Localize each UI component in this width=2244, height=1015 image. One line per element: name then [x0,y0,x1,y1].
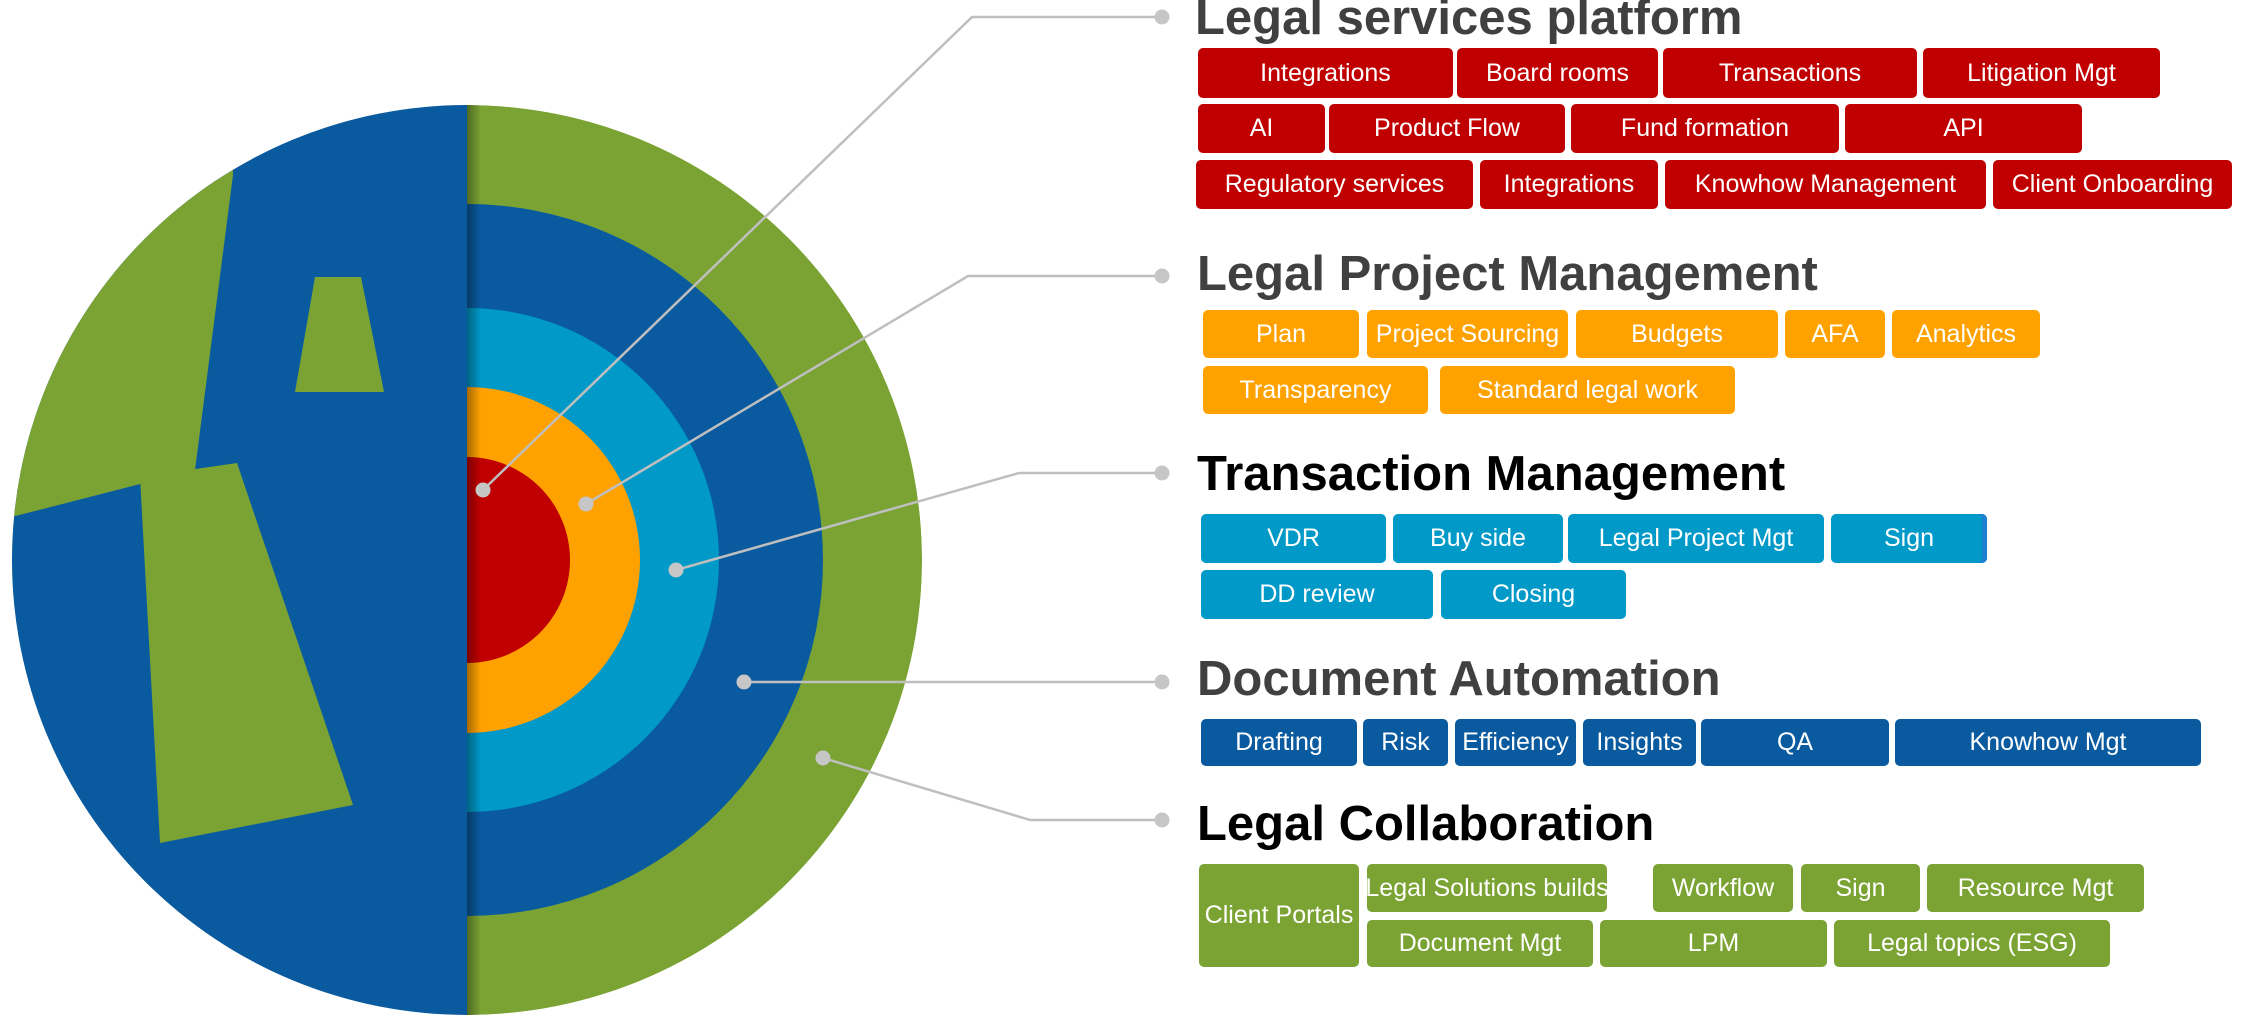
tag-document-mgt: Document Mgt [1367,920,1593,967]
tag-board-rooms: Board rooms [1457,48,1658,98]
connector-line-2 [585,274,1162,506]
tag-sign-2: Sign [1801,864,1920,912]
tag-knowhow-management: Knowhow Management [1665,160,1986,209]
tag-vdr: VDR [1201,514,1386,563]
connector-dot [475,482,491,498]
tag-workflow: Workflow [1653,864,1793,912]
connector-dot [1154,674,1170,690]
tag-integrations: Integrations [1198,48,1453,98]
tag-insights: Insights [1583,719,1696,766]
heading-legal-services-platform: Legal services platform [1195,0,1743,45]
tag-dd-review: DD review [1201,570,1433,619]
tag-risk: Risk [1363,719,1448,766]
tag-closing: Closing [1441,570,1626,619]
tag-resource-mgt: Resource Mgt [1927,864,2144,912]
target-rings [467,105,922,1015]
connector-dot [736,674,752,690]
heading-legal-collaboration: Legal Collaboration [1197,797,1655,851]
tag-analytics: Analytics [1892,310,2040,358]
globe [12,105,922,1015]
ring-legal-project-management [467,387,640,733]
ring-legal-services-platform [467,457,570,663]
tag-regulatory-services: Regulatory services [1196,160,1473,209]
tag-standard-legal-work: Standard legal work [1440,366,1735,414]
tag-fund-formation: Fund formation [1571,104,1839,153]
heading-document-automation: Document Automation [1197,652,1721,706]
tag-afa: AFA [1785,310,1885,358]
connector-dot [1154,465,1170,481]
connector-line-3 [675,471,1162,572]
seam-shadow [467,105,481,1015]
tag-client-onboarding: Client Onboarding [1993,160,2232,209]
landmass-island [295,277,384,392]
heading-legal-project-management: Legal Project Management [1197,247,1818,301]
tag-legal-solutions-builds: Legal Solutions builds [1367,864,1607,912]
connector-dot [578,496,594,512]
tag-qa: QA [1701,719,1889,766]
connector-line-5 [822,756,1162,822]
landmass-south [140,463,353,843]
heading-transaction-management: Transaction Management [1197,447,1786,501]
tag-transparency: Transparency [1203,366,1428,414]
tag-plan: Plan [1203,310,1359,358]
tag-product-flow: Product Flow [1329,104,1565,153]
connector-line-1 [482,15,1162,491]
tag-litigation-mgt: Litigation Mgt [1923,48,2160,98]
connector-dot [668,562,684,578]
tag-api: API [1845,104,2082,153]
tag-project-sourcing: Project Sourcing [1367,310,1568,358]
tag-legal-topics-esg: Legal topics (ESG) [1834,920,2110,967]
connector-lines [482,15,1162,822]
tag-legal-project-mgt: Legal Project Mgt [1568,514,1824,563]
tag-budgets: Budgets [1576,310,1778,358]
tag-ai: AI [1198,104,1325,153]
tag-integrations-2: Integrations [1480,160,1658,209]
tag-efficiency: Efficiency [1455,719,1576,766]
connector-dot [1154,268,1170,284]
tag-drafting: Drafting [1201,719,1357,766]
ring-transaction-management [467,308,719,812]
connector-dot [815,750,831,766]
tag-lpm: LPM [1600,920,1827,967]
tag-knowhow-mgt: Knowhow Mgt [1895,719,2201,766]
tag-client-portals: Client Portals [1199,864,1359,967]
connector-dot [1154,9,1170,25]
connector-dot [1154,812,1170,828]
tag-buy-side: Buy side [1393,514,1563,563]
connector-dots [475,9,1170,828]
tag-sign: Sign [1831,514,1987,563]
tag-transactions: Transactions [1663,48,1917,98]
